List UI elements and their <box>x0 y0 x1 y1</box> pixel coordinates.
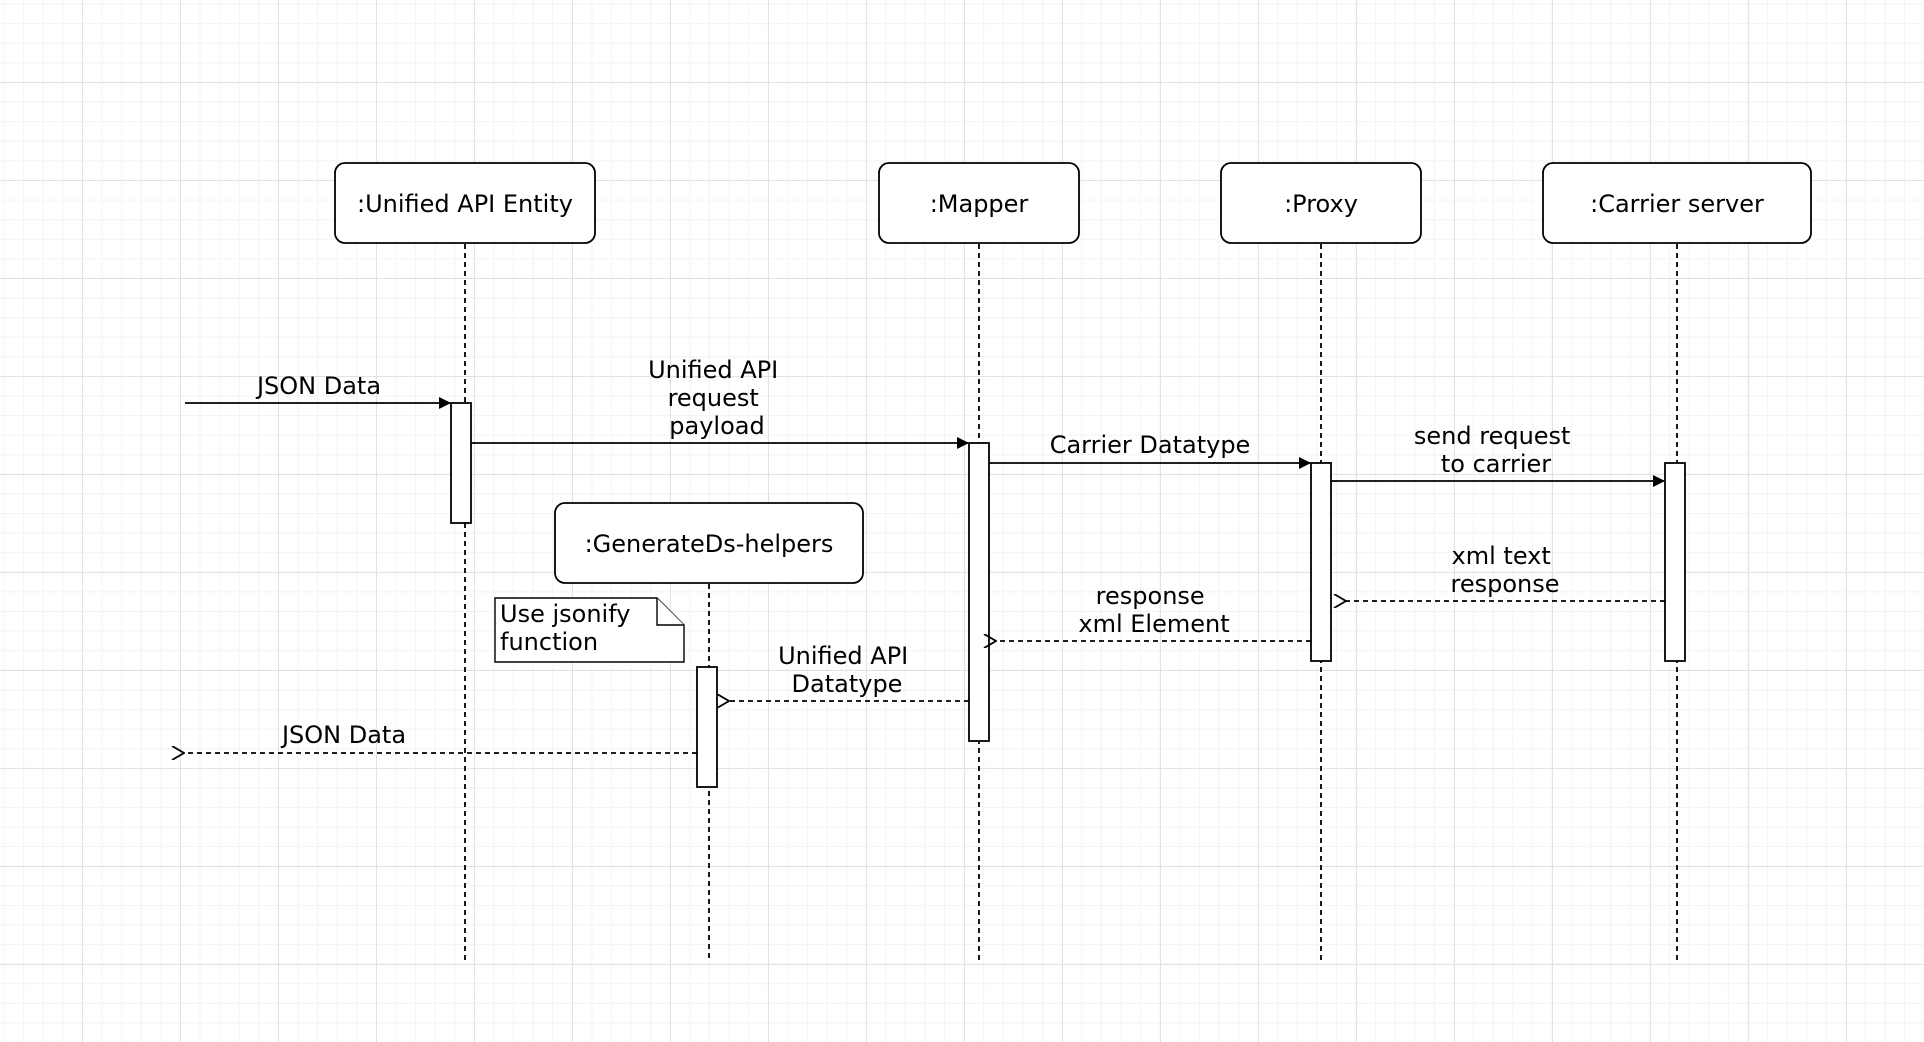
participant-mapper[interactable]: :Mapper <box>878 162 1080 244</box>
participant-label: :Mapper <box>930 190 1029 218</box>
message-response-xml-element-label: response xml Element <box>1078 582 1229 638</box>
participant-label: :Unified API Entity <box>357 190 573 218</box>
activation-carrier-server[interactable] <box>1664 462 1686 662</box>
message-send-request-label: send request to carrier <box>1414 422 1578 478</box>
message-unified-api-datatype-label: Unified API Datatype <box>778 642 916 698</box>
note-text: Use jsonify function <box>500 600 638 656</box>
participant-proxy[interactable]: :Proxy <box>1220 162 1422 244</box>
activation-mapper[interactable] <box>968 442 990 742</box>
message-xml-text-response-label: xml text response <box>1450 542 1559 598</box>
participant-unified-api-entity[interactable]: :Unified API Entity <box>334 162 596 244</box>
message-json-data-in-label: JSON Data <box>255 372 381 400</box>
participant-label: :Carrier server <box>1590 190 1764 218</box>
participant-generateds-helpers[interactable]: :GenerateDs-helpers <box>554 502 864 584</box>
message-json-data-out-label: JSON Data <box>280 721 406 749</box>
message-unified-api-request-label: Unified API request payload <box>648 356 786 440</box>
activation-proxy[interactable] <box>1310 462 1332 662</box>
message-carrier-datatype-label: Carrier Datatype <box>1050 431 1251 459</box>
note-use-jsonify[interactable]: Use jsonify function <box>494 597 685 663</box>
participant-label: :GenerateDs-helpers <box>585 530 834 558</box>
activation-unified-api-entity[interactable] <box>450 402 472 524</box>
activation-generateds-helpers[interactable] <box>696 666 718 788</box>
participant-label: :Proxy <box>1284 190 1358 218</box>
participant-carrier-server[interactable]: :Carrier server <box>1542 162 1812 244</box>
